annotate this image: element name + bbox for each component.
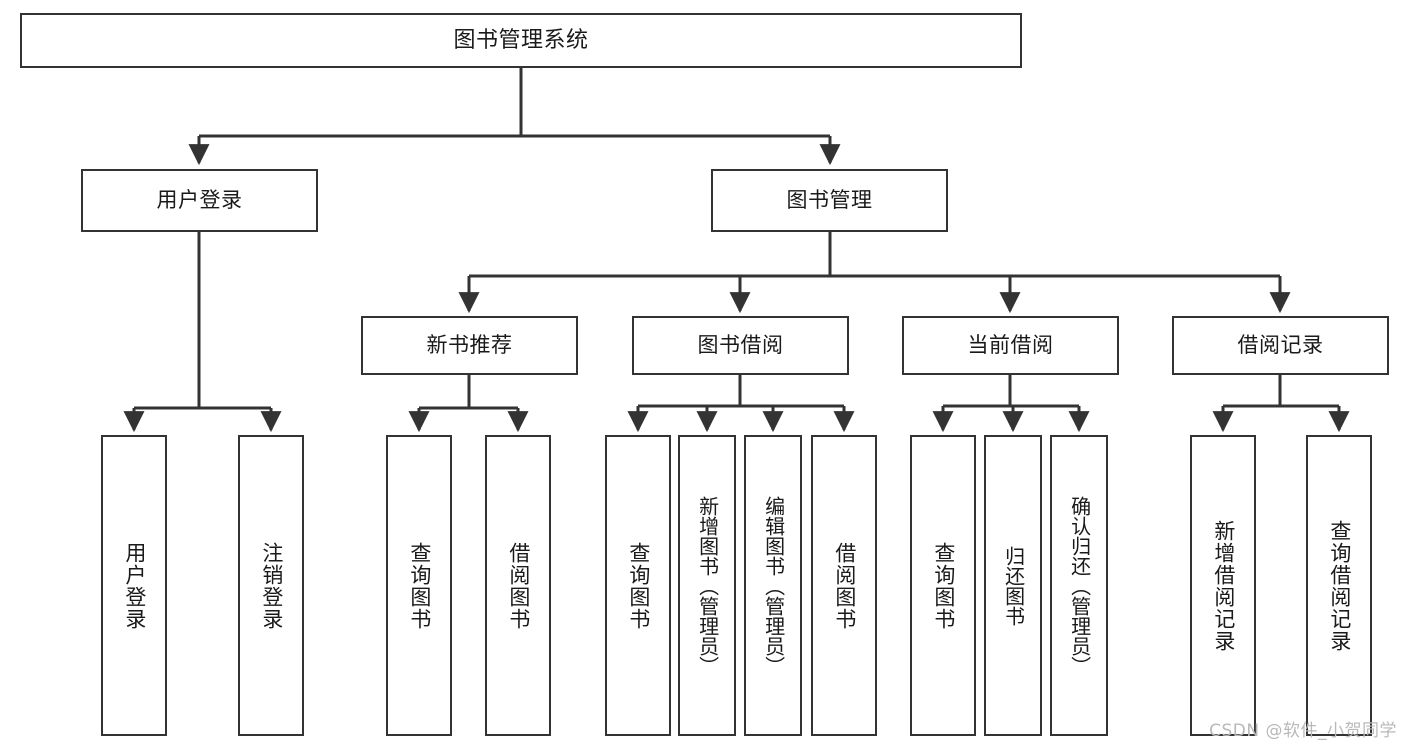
leaf-query-borrow-record-label: 查询借阅记录 bbox=[1327, 519, 1352, 652]
leaf-add-book-admin[interactable]: 新增图书（管理员） bbox=[678, 435, 736, 736]
node-user-login-label: 用户登录 bbox=[156, 188, 243, 213]
leaf-borrow-book-recommend[interactable]: 借阅图书 bbox=[485, 435, 551, 736]
leaf-query-book-current-label: 查询图书 bbox=[931, 541, 956, 630]
leaf-query-book-borrow[interactable]: 查询图书 bbox=[605, 435, 671, 736]
leaf-logout-login[interactable]: 注销登录 bbox=[238, 435, 304, 736]
node-borrow-record-label: 借阅记录 bbox=[1237, 333, 1324, 358]
node-new-book-recommend[interactable]: 新书推荐 bbox=[361, 316, 578, 375]
node-book-management[interactable]: 图书管理 bbox=[711, 169, 948, 232]
leaf-add-borrow-record[interactable]: 新增借阅记录 bbox=[1190, 435, 1256, 736]
leaf-add-borrow-record-label: 新增借阅记录 bbox=[1211, 519, 1236, 652]
leaf-confirm-return-admin[interactable]: 确认归还（管理员） bbox=[1050, 435, 1108, 736]
leaf-query-book-borrow-label: 查询图书 bbox=[626, 541, 651, 630]
leaf-borrow-book[interactable]: 借阅图书 bbox=[811, 435, 877, 736]
leaf-confirm-return-admin-label: 确认归还（管理员） bbox=[1067, 495, 1092, 676]
node-root[interactable]: 图书管理系统 bbox=[20, 13, 1022, 68]
leaf-return-book[interactable]: 归还图书 bbox=[984, 435, 1042, 736]
leaf-edit-book-admin-label: 编辑图书（管理员） bbox=[761, 495, 786, 676]
node-user-login[interactable]: 用户登录 bbox=[81, 169, 318, 232]
leaf-return-book-label: 归还图书 bbox=[1001, 545, 1026, 626]
leaf-query-borrow-record[interactable]: 查询借阅记录 bbox=[1306, 435, 1372, 736]
node-book-borrow-label: 图书借阅 bbox=[697, 333, 784, 358]
node-borrow-record[interactable]: 借阅记录 bbox=[1172, 316, 1389, 375]
leaf-query-book-recommend[interactable]: 查询图书 bbox=[386, 435, 452, 736]
node-current-borrow[interactable]: 当前借阅 bbox=[902, 316, 1119, 375]
node-book-borrow[interactable]: 图书借阅 bbox=[632, 316, 849, 375]
leaf-edit-book-admin[interactable]: 编辑图书（管理员） bbox=[744, 435, 802, 736]
leaf-query-book-current[interactable]: 查询图书 bbox=[910, 435, 976, 736]
leaf-user-login[interactable]: 用户登录 bbox=[101, 435, 167, 736]
leaf-user-login-label: 用户登录 bbox=[122, 541, 147, 630]
leaf-borrow-book-label: 借阅图书 bbox=[832, 541, 857, 630]
leaf-borrow-book-recommend-label: 借阅图书 bbox=[506, 541, 531, 630]
node-book-management-label: 图书管理 bbox=[786, 188, 873, 213]
node-new-book-recommend-label: 新书推荐 bbox=[426, 333, 513, 358]
leaf-query-book-recommend-label: 查询图书 bbox=[407, 541, 432, 630]
watermark: CSDN @软件_小贺同学 bbox=[1209, 721, 1397, 741]
leaf-add-book-admin-label: 新增图书（管理员） bbox=[695, 495, 720, 676]
leaf-logout-login-label: 注销登录 bbox=[259, 541, 284, 630]
node-root-label: 图书管理系统 bbox=[453, 27, 589, 53]
node-current-borrow-label: 当前借阅 bbox=[967, 333, 1054, 358]
